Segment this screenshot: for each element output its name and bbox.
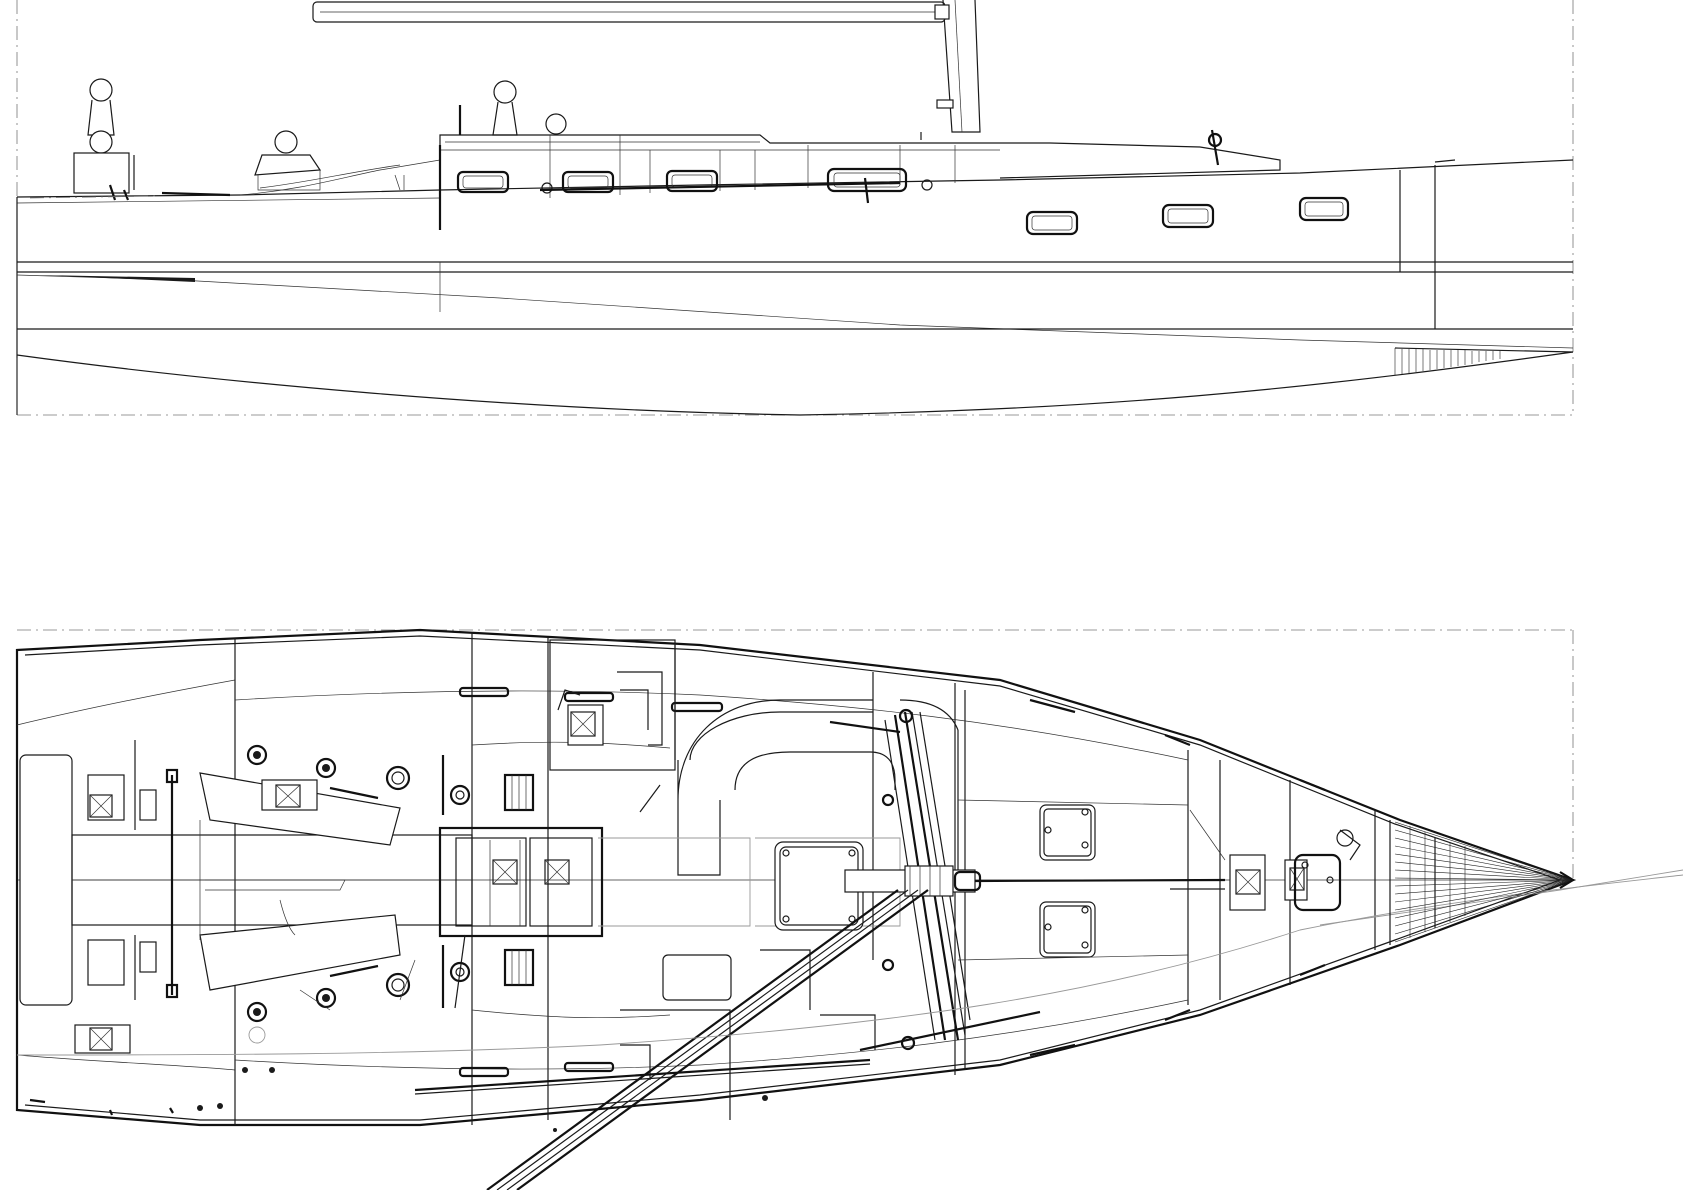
forestay-centerline xyxy=(974,878,1226,883)
winch-station-forward xyxy=(549,639,676,771)
boom xyxy=(312,1,946,23)
deck-tracks xyxy=(329,686,724,1078)
mast-and-furler xyxy=(829,708,982,1051)
bow-deck-hatching xyxy=(1389,820,1576,945)
spinnaker-pole xyxy=(486,889,929,1190)
companionway xyxy=(438,826,604,938)
bow-hatch-section xyxy=(1394,347,1574,375)
radar-domes xyxy=(73,78,567,194)
sail-outline xyxy=(16,874,1683,1056)
deck-plan-view xyxy=(15,628,1683,1190)
hull-outline-plan xyxy=(15,628,1577,1127)
mast xyxy=(934,0,981,133)
forward-hatches xyxy=(1039,804,1096,958)
transom-seat xyxy=(19,754,473,1006)
cockpit-tables xyxy=(199,772,401,991)
deckhouse-windows xyxy=(456,167,908,194)
deck-hardware xyxy=(29,105,1456,230)
stanchion-bases xyxy=(29,698,1326,1132)
side-elevation-view xyxy=(16,0,1574,416)
anchor-windlass xyxy=(1189,809,1361,912)
jib-track-stb xyxy=(859,1010,1041,1052)
hull-underbody xyxy=(16,351,1574,416)
helm-stations xyxy=(74,740,179,1054)
hull-portholes xyxy=(1025,196,1350,236)
deckhouse xyxy=(239,134,1281,198)
sheer-line xyxy=(16,159,1574,198)
hull-bottom-chine xyxy=(16,274,1574,349)
jib-track-port xyxy=(414,1058,871,1092)
